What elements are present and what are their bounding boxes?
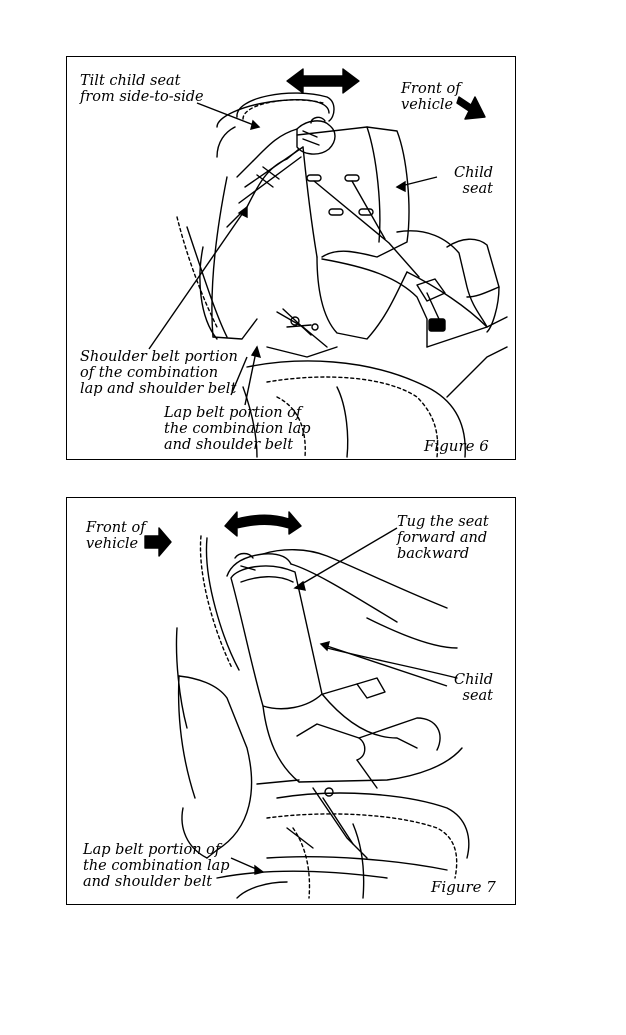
front-direction-arrow-icon <box>145 528 171 556</box>
child-seat-label: Child seat <box>454 165 493 197</box>
lap-belt-label: Lap belt portion of the combination lap … <box>164 405 311 453</box>
shoulder-belt-label: Shoulder belt portion of the combination… <box>80 349 238 397</box>
figure-6-panel: Tilt child seat from side-to-side Front … <box>66 56 516 460</box>
figure-7-illustration <box>67 498 514 903</box>
tug-seat-label: Tug the seat forward and backward <box>397 514 489 562</box>
figure-7-panel: Front of vehicle Tug the seat forward an… <box>66 497 516 905</box>
figure-number: Figure 7 <box>431 878 496 896</box>
figure-number: Figure 6 <box>424 437 489 455</box>
double-arrow-icon <box>287 69 359 93</box>
figure-6-leader-lines <box>67 57 514 458</box>
figure-7-leader-lines <box>67 498 514 903</box>
child-seat-label: Child seat <box>454 672 493 704</box>
tilt-side-to-side-label: Tilt child seat from side-to-side <box>80 73 204 105</box>
curved-double-arrow-icon <box>225 512 301 536</box>
front-of-vehicle-label: Front of vehicle <box>86 520 146 552</box>
front-direction-arrow-icon <box>457 97 485 119</box>
front-of-vehicle-label: Front of vehicle <box>401 81 461 113</box>
figure-6-illustration <box>67 57 514 458</box>
lap-belt-label: Lap belt portion of the combination lap … <box>83 842 230 890</box>
